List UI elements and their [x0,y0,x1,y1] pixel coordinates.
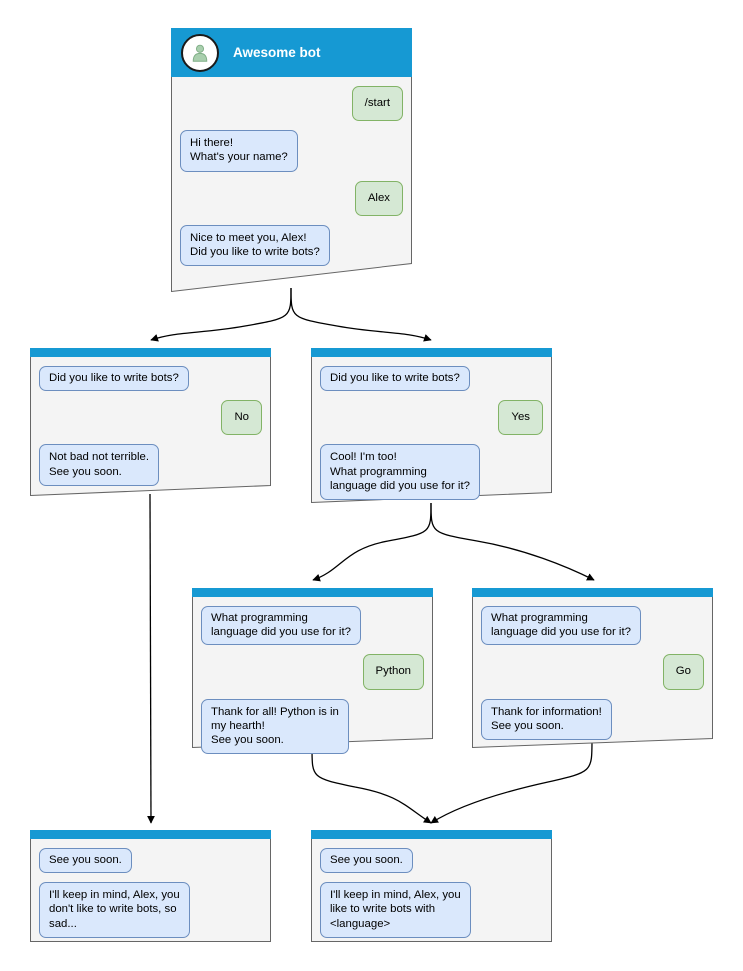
message-row: Cool! I'm too! What programming language… [320,444,543,501]
message-row: See you soon. [39,848,262,874]
chat-titlebar [472,588,713,597]
bot-message-bubble[interactable]: Thank for information! See you soon. [481,698,612,741]
node-lang-python[interactable]: What programming language did you use fo… [192,588,433,755]
bot-message-bubble[interactable]: See you soon. [320,848,413,874]
message-row: Thank for all! Python is in my hearth! S… [201,698,424,755]
chat-titlebar [311,348,552,357]
message-row: I'll keep in mind, Alex, you like to wri… [320,882,543,938]
message-row: I'll keep in mind, Alex, you don't like … [39,882,262,938]
message-row: Thank for information! See you soon. [481,698,704,741]
chat-messages-end-happy: See you soon. I'll keep in mind, Alex, y… [311,839,552,947]
chat-titlebar: Awesome bot [171,28,412,77]
node-answer-yes[interactable]: Did you like to write bots? Yes Cool! I'… [311,348,552,503]
message-row: Python [201,654,424,690]
message-row: What programming language did you use fo… [481,606,704,646]
node-answer-yes-body: Did you like to write bots? Yes Cool! I'… [311,348,552,503]
chat-messages-end-sad: See you soon. I'll keep in mind, Alex, y… [30,839,271,947]
node-answer-no-body: Did you like to write bots? No Not bad n… [30,348,271,496]
user-message-bubble[interactable]: Alex [354,180,403,216]
message-row: What programming language did you use fo… [201,606,424,646]
user-message-bubble[interactable]: Go [662,654,704,690]
node-lang-go[interactable]: What programming language did you use fo… [472,588,713,748]
node-end-happy[interactable]: See you soon. I'll keep in mind, Alex, y… [311,830,552,942]
node-end-sad-body: See you soon. I'll keep in mind, Alex, y… [30,830,271,942]
chat-messages-answer-yes: Did you like to write bots? Yes Cool! I'… [311,357,552,509]
edge-root-to-yes [290,287,432,342]
edge-go-to-end-happy [430,739,593,824]
node-end-happy-body: See you soon. I'll keep in mind, Alex, y… [311,830,552,942]
bot-message-bubble[interactable]: What programming language did you use fo… [481,606,641,646]
message-row: /start [180,86,403,122]
user-avatar-icon [181,33,219,72]
message-row: Did you like to write bots? [39,366,262,392]
bot-message-bubble[interactable]: Nice to meet you, Alex! Did you like to … [180,224,330,267]
bot-message-bubble[interactable]: Hi there! What's your name? [180,130,298,172]
message-row: Hi there! What's your name? [180,130,403,172]
message-row: Not bad not terrible. See you soon. [39,444,262,486]
message-row: Go [481,654,704,690]
edge-root-to-no [150,287,292,342]
edge-yes-to-python [312,502,432,582]
chat-titlebar [30,830,271,839]
user-message-bubble[interactable]: No [221,400,262,436]
message-row: Did you like to write bots? [320,366,543,392]
node-root[interactable]: Awesome bot /start Hi there! What's your… [171,28,412,292]
bot-message-bubble[interactable]: Did you like to write bots? [39,366,189,392]
bot-message-bubble[interactable]: Cool! I'm too! What programming language… [320,444,480,501]
bot-message-bubble[interactable]: I'll keep in mind, Alex, you don't like … [39,882,190,938]
edge-yes-to-go [430,502,595,581]
chat-messages-lang-python: What programming language did you use fo… [192,597,433,763]
bot-message-bubble[interactable]: What programming language did you use fo… [201,606,361,646]
message-row: Yes [320,400,543,436]
bot-message-bubble[interactable]: Did you like to write bots? [320,366,470,392]
message-row: See you soon. [320,848,543,874]
chat-messages-root: /start Hi there! What's your name? Alex … [171,77,412,275]
user-message-bubble[interactable]: /start [351,86,403,122]
bot-name-label: Awesome bot [233,45,321,60]
message-row: Nice to meet you, Alex! Did you like to … [180,224,403,267]
chat-titlebar [192,588,433,597]
node-lang-python-body: What programming language did you use fo… [192,588,433,755]
message-row: Alex [180,180,403,216]
chat-messages-lang-go: What programming language did you use fo… [472,597,713,749]
bot-message-bubble[interactable]: Thank for all! Python is in my hearth! S… [201,698,349,755]
edge-no-to-end-sad [147,493,155,824]
chat-messages-answer-no: Did you like to write bots? No Not bad n… [30,357,271,495]
user-message-bubble[interactable]: Yes [498,400,543,436]
bot-message-bubble[interactable]: I'll keep in mind, Alex, you like to wri… [320,882,471,938]
node-end-sad[interactable]: See you soon. I'll keep in mind, Alex, y… [30,830,271,942]
chat-titlebar [311,830,552,839]
node-answer-no[interactable]: Did you like to write bots? No Not bad n… [30,348,271,496]
user-message-bubble[interactable]: Python [362,654,424,690]
bot-message-bubble[interactable]: See you soon. [39,848,132,874]
bot-message-bubble[interactable]: Not bad not terrible. See you soon. [39,444,160,486]
message-row: No [39,400,262,436]
node-lang-go-body: What programming language did you use fo… [472,588,713,748]
chat-titlebar [30,348,271,357]
node-root-body: Awesome bot /start Hi there! What's your… [171,28,412,292]
